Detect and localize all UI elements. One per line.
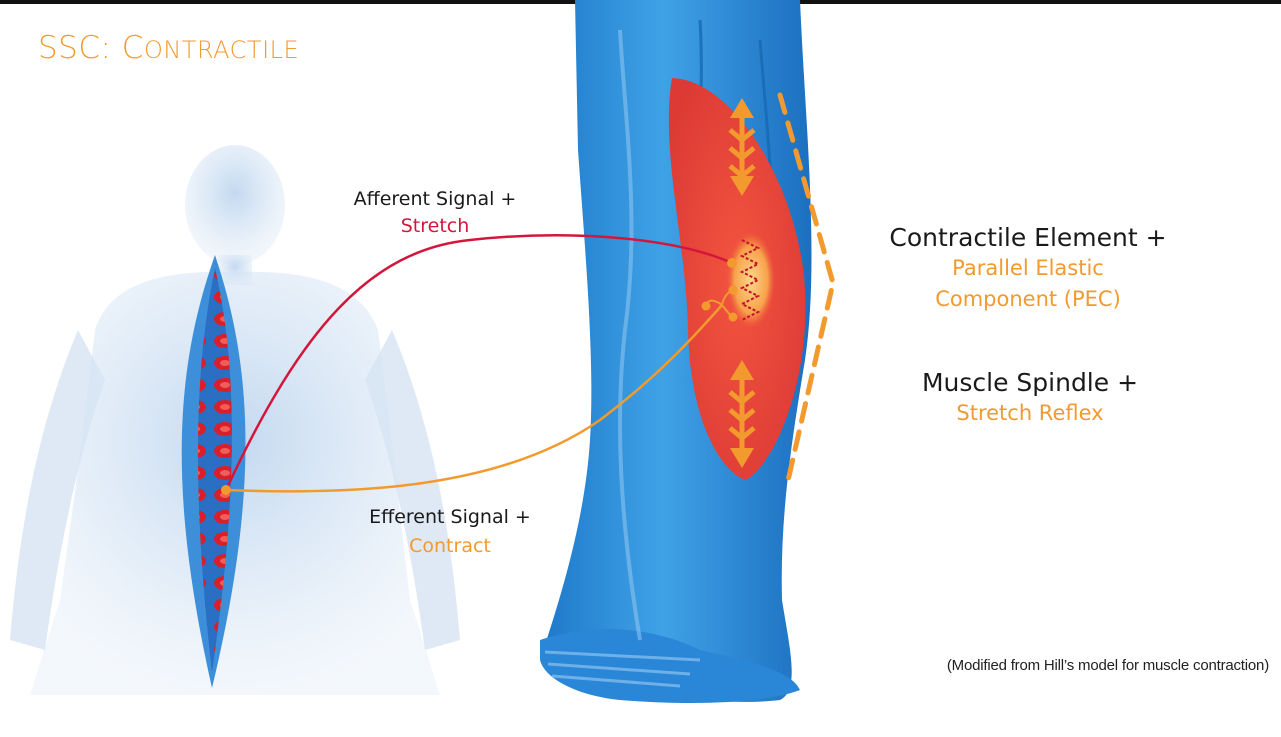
afferent-endpoint-dot xyxy=(727,258,737,268)
contractile-element-label: Contractile Element + Parallel Elastic C… xyxy=(878,223,1178,315)
afferent-signal-label: Afferent Signal + Stretch xyxy=(330,186,540,240)
source-credit: (Modified from Hill’s model for muscle c… xyxy=(947,657,1269,674)
nerve-dot-3 xyxy=(729,313,738,322)
spine-junction-dot xyxy=(221,485,231,495)
muscle-spindle-label: Muscle Spindle + Stretch Reflex xyxy=(910,368,1150,428)
stretch-arrow-bottom xyxy=(730,360,754,468)
nerve-dot-2 xyxy=(729,286,738,295)
nerve-dot-1 xyxy=(702,302,711,311)
efferent-signal-label: Efferent Signal + Contract xyxy=(345,503,555,561)
